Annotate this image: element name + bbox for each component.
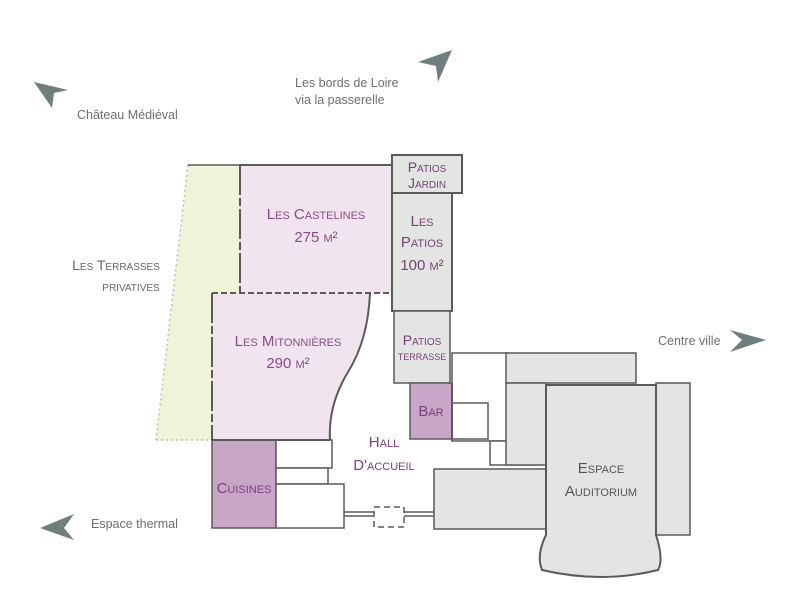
patios-room[interactable] — [391, 192, 453, 312]
arrow-up-left-icon — [34, 82, 68, 108]
label-castelines-line2: 275 m² — [294, 229, 337, 246]
direction-chateau: Château Médiéval — [77, 108, 178, 122]
label-auditorium-line1: Espace — [578, 460, 624, 477]
wall-mitonnieres-curve — [328, 292, 371, 441]
lower-wing — [433, 468, 547, 530]
arrow-right-icon — [730, 330, 766, 352]
label-terrasses-line2: privatives — [102, 278, 160, 294]
side-wing-right — [655, 382, 691, 536]
label-hall-line2: D'accueil — [353, 457, 414, 474]
side-wing-left — [505, 382, 547, 466]
label-mitonnieres-line2: 290 m² — [266, 355, 309, 372]
upper-wing — [505, 352, 637, 384]
auditorium-room[interactable] — [538, 384, 662, 578]
label-mitonnieres-line1: Les Mitonnières — [235, 333, 342, 350]
passage-door — [373, 506, 405, 528]
direction-loire-line1: Les bords de Loire — [295, 76, 399, 90]
direction-thermal: Espace thermal — [91, 517, 178, 531]
arrow-up-right-icon — [418, 50, 452, 82]
direction-centre: Centre ville — [658, 334, 721, 348]
label-bar: Bar — [418, 403, 443, 420]
corridor-block-2 — [451, 402, 489, 440]
label-hall-line1: Hall — [369, 434, 399, 451]
label-patios-line2: Patios — [401, 234, 443, 251]
label-auditorium-line2: Auditorium — [565, 483, 637, 500]
label-patios-line1: Les — [410, 213, 433, 230]
label-patios-jardin-line1: Patios — [408, 159, 447, 175]
label-castelines-line1: Les Castelines — [267, 206, 366, 223]
terrasses-dotted-edge — [155, 164, 189, 441]
label-patios-terrasse-line2: terrasse — [398, 348, 447, 363]
castelines-room[interactable] — [240, 165, 392, 293]
arrow-left-icon — [40, 514, 74, 540]
label-terrasses-line1: Les Terrasses — [72, 257, 160, 273]
label-patios-line3: 100 m² — [400, 257, 443, 274]
service-block-3 — [275, 483, 345, 529]
mitonnieres-room[interactable] — [212, 293, 370, 440]
label-cuisines: Cuisines — [217, 480, 272, 497]
label-patios-jardin-line2: Jardin — [408, 175, 446, 191]
service-block-2 — [275, 467, 329, 485]
direction-loire-line2: via la passerelle — [295, 93, 385, 107]
label-patios-terrasse-line1: Patios — [403, 332, 442, 348]
service-block-1 — [275, 439, 333, 469]
patios-jardin-room[interactable] — [391, 154, 463, 194]
